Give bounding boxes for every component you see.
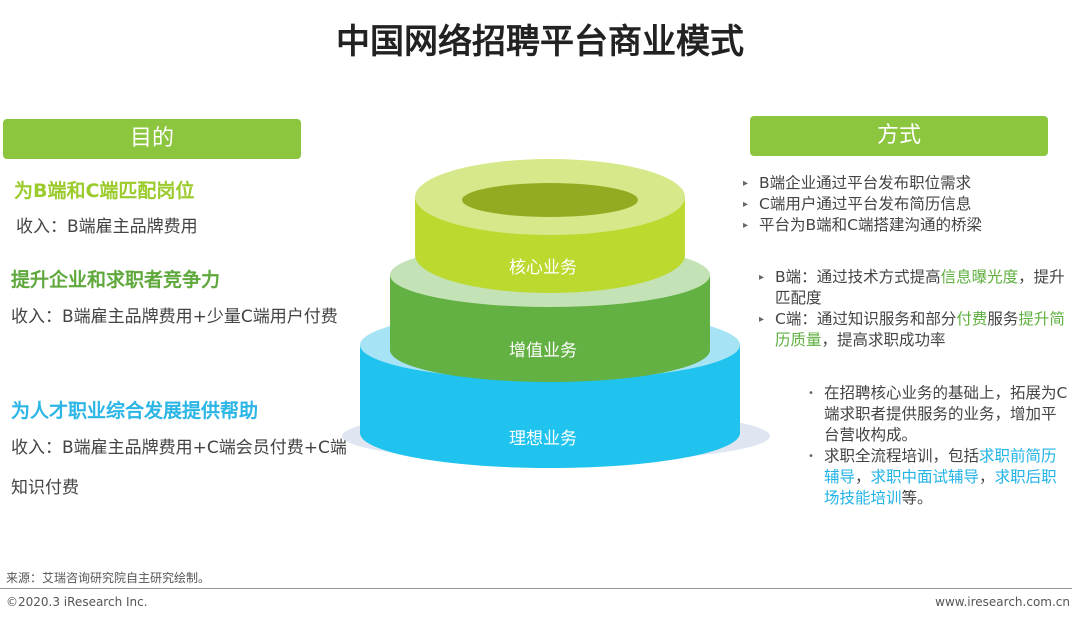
purpose-heading-3: 为人才职业综合发展提供帮助 bbox=[11, 400, 259, 422]
footer-divider bbox=[0, 588, 1072, 589]
method-group-2: ▸B端：通过技术方式提高信息曝光度，提升匹配度 ▸C端：通过知识服务和部分付费服… bbox=[759, 267, 1075, 351]
layer-ideal-body bbox=[360, 345, 740, 468]
purpose-header: 目的 bbox=[3, 119, 301, 159]
method-group-1: ▸B端企业通过平台发布职位需求 ▸C端用户通过平台发布简历信息 ▸平台为B端和C… bbox=[743, 173, 1069, 236]
layer-ideal-label: 理想业务 bbox=[509, 429, 577, 449]
method-item: ▸平台为B端和C端搭建沟通的桥梁 bbox=[743, 216, 982, 234]
purpose-heading-1: 为B端和C端匹配岗位 bbox=[14, 180, 195, 202]
method-group-3: •在招聘核心业务的基础上，拓展为C端求职者提供服务的业务，增加平台营收构成。 •… bbox=[808, 383, 1069, 509]
layer-core-label: 核心业务 bbox=[509, 258, 577, 278]
purpose-income-2: 收入：B端雇主品牌费用+少量C端用户付费 bbox=[11, 307, 338, 327]
source-note: 来源：艾瑞咨询研究院自主研究绘制。 bbox=[6, 571, 211, 585]
page-title: 中国网络招聘平台商业模式 bbox=[336, 22, 744, 62]
method-item-c: ▸C端：通过知识服务和部分付费服务提升简历质量，提高求职成功率 bbox=[759, 310, 1065, 349]
website: www.iresearch.com.cn bbox=[935, 595, 1070, 609]
copyright: ©2020.3 iResearch Inc. bbox=[6, 595, 148, 609]
method-item-expand: •在招聘核心业务的基础上，拓展为C端求职者提供服务的业务，增加平台营收构成。 bbox=[808, 384, 1068, 444]
purpose-heading-2: 提升企业和求职者竞争力 bbox=[11, 269, 221, 291]
layer-core-hole bbox=[462, 183, 638, 217]
method-header: 方式 bbox=[750, 116, 1048, 156]
purpose-income-3: 收入：B端雇主品牌费用+C端会员付费+C端知识付费 bbox=[11, 438, 347, 498]
method-item-training: •求职全流程培训，包括求职前简历辅导，求职中面试辅导，求职后职场技能培训等。 bbox=[808, 447, 1057, 507]
method-item-b: ▸B端：通过技术方式提高信息曝光度，提升匹配度 bbox=[759, 268, 1065, 307]
method-item: ▸B端企业通过平台发布职位需求 bbox=[743, 174, 972, 192]
layer-value-label: 增值业务 bbox=[509, 341, 577, 361]
purpose-income-1: 收入：B端雇主品牌费用 bbox=[16, 217, 198, 237]
method-item: ▸C端用户通过平台发布简历信息 bbox=[743, 195, 972, 213]
